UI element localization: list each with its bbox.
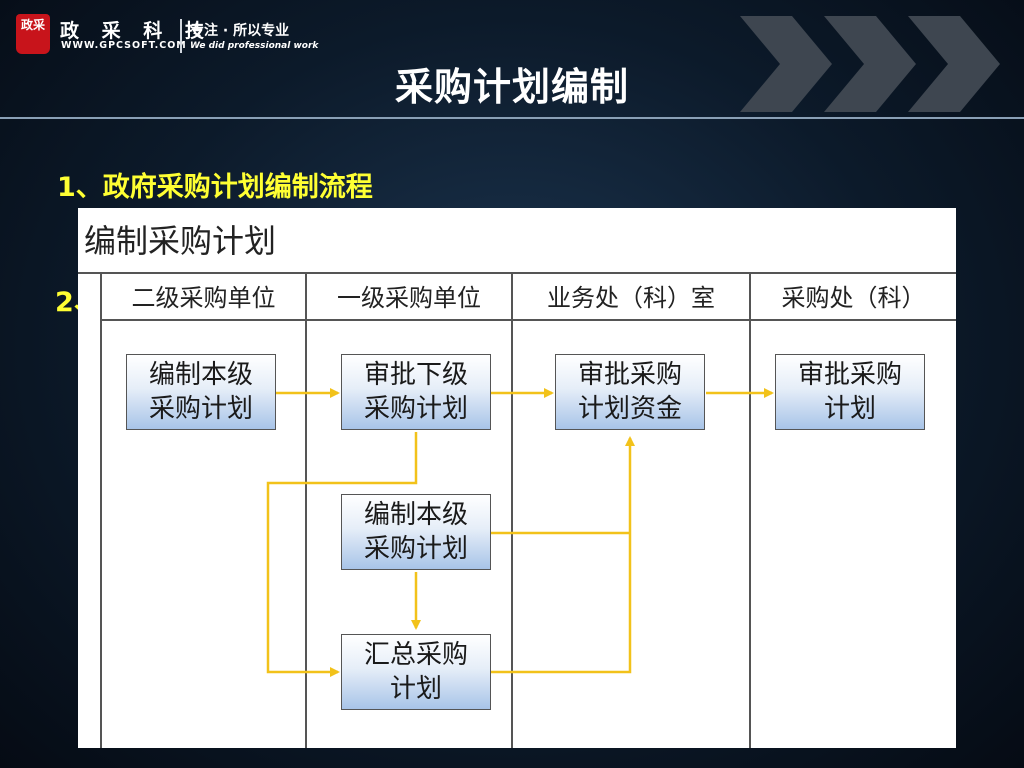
lane-divider-1: [305, 272, 307, 748]
brand-divider: [180, 19, 182, 53]
box-dept-approve-funds: 审批采购 计划资金: [555, 354, 705, 430]
logo-seal: 政采: [16, 14, 50, 54]
box-level1-approve-plan: 审批下级 采购计划: [341, 354, 491, 430]
lane-divider-3: [749, 272, 751, 748]
brand-name: 政 采 科 技: [60, 20, 212, 42]
diagram-title: 编制采购计划: [84, 222, 277, 260]
box-level1-compile-plan: 编制本级 采购计划: [341, 494, 491, 570]
header-divider: [0, 117, 1024, 119]
lane-header-procurement-dept: 采购处（科）: [781, 284, 926, 312]
box-level1-summary-plan: 汇总采购 计划: [341, 634, 491, 710]
lane-divider-0: [100, 272, 102, 748]
lane-header-business-dept: 业务处（科）室: [547, 284, 715, 312]
slogan: 专注 · 所以专业: [190, 23, 290, 39]
lane-header-level1: 一级采购单位: [337, 284, 481, 312]
lane-header-level2: 二级采购单位: [131, 284, 276, 312]
arrow-summary-to-dept: [491, 436, 635, 674]
flow-diagram: 编制采购计划 二级采购单位 一级采购单位 业务处（科）室 采购处（科） 编制本级…: [78, 208, 956, 748]
box-procurement-approve-plan: 审批采购 计划: [775, 354, 925, 430]
lane-divider-2: [511, 272, 513, 748]
arrow-approve-to-summary: [266, 432, 418, 677]
lane-header-border: [100, 319, 956, 321]
brand-url: WWW.GPCSOFT.COM: [61, 40, 187, 51]
chevron-decoration-icon: [740, 16, 1000, 112]
flow-connectors: [266, 388, 774, 677]
section-heading-1: 1、政府采购计划编制流程: [57, 172, 373, 203]
slogan-en: We did professional work: [190, 41, 319, 51]
header: 政采 政 采 科 技 WWW.GPCSOFT.COM 专注 · 所以专业 We …: [0, 0, 1024, 119]
box-level2-compile-plan: 编制本级 采购计划: [126, 354, 276, 430]
page-title: 采购计划编制: [394, 65, 629, 109]
lane-top-border: [78, 272, 956, 274]
